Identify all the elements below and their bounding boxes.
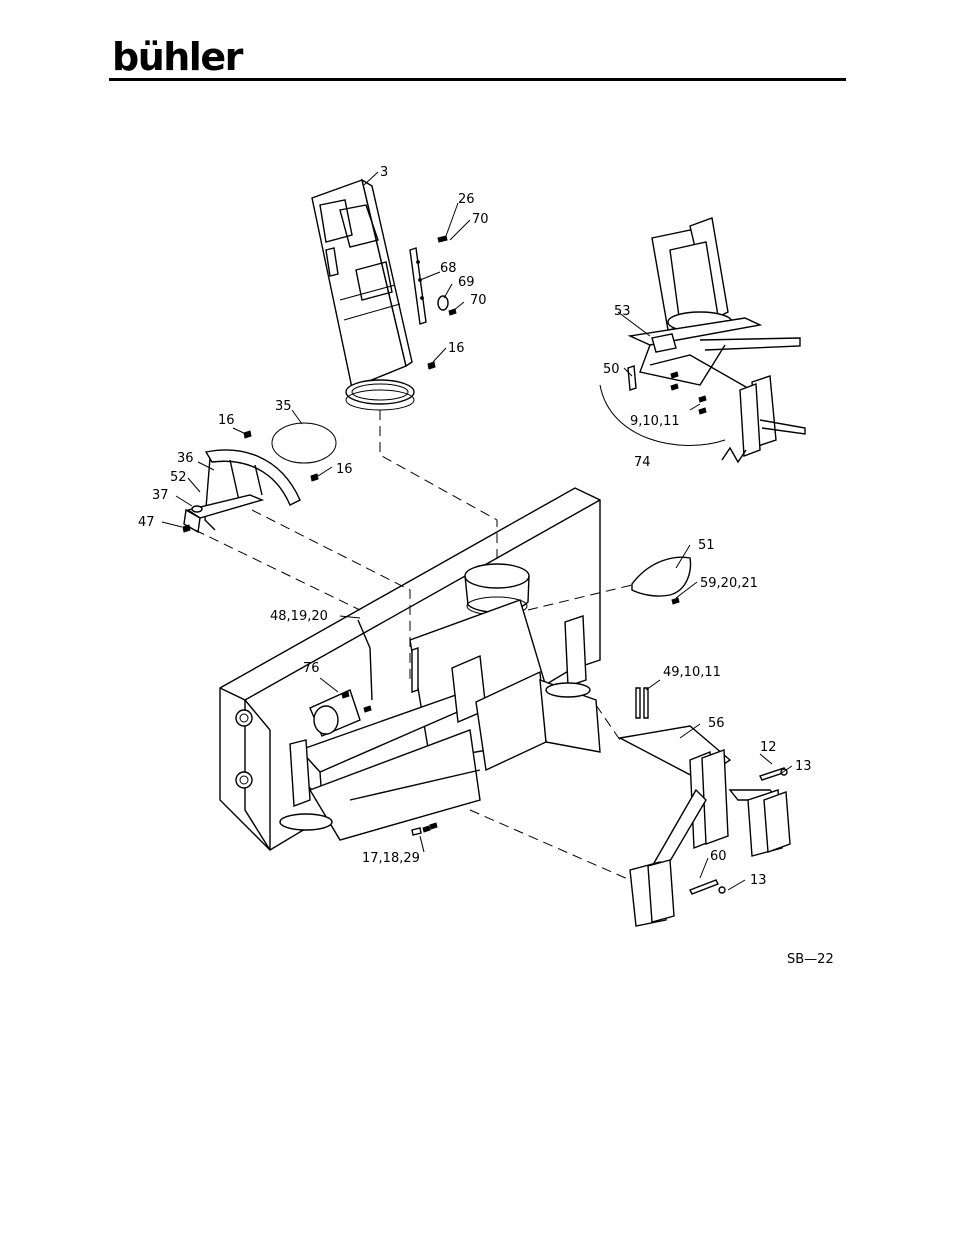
callout-53: 53 (614, 304, 631, 319)
callout-16-chute: 16 (448, 341, 465, 356)
callout-51: 51 (698, 538, 715, 553)
assembly-lines (194, 410, 633, 881)
callout-17-18-29: 17,18,29 (362, 851, 420, 866)
callout-36: 36 (177, 451, 194, 466)
buhler-logo: bühler (112, 35, 243, 79)
callout-68: 68 (440, 261, 457, 276)
callout-76: 76 (303, 661, 320, 676)
callout-59-20-21: 59,20,21 (700, 576, 758, 591)
callout-3: 3 (380, 165, 388, 180)
callout-35: 35 (275, 399, 292, 414)
spout-plate (631, 556, 692, 605)
three-point-hitch (617, 687, 791, 927)
callout-9-10-11: 9,10,11 (630, 414, 680, 429)
callout-13-top: 13 (795, 759, 812, 774)
callout-56: 56 (708, 716, 725, 731)
chute-rotator-inset (599, 217, 806, 464)
callout-16-right: 16 (336, 462, 353, 477)
callout-69: 69 (458, 275, 475, 290)
callout-16-left: 16 (218, 413, 235, 428)
callout-70-mid: 70 (470, 293, 487, 308)
callout-50: 50 (603, 362, 620, 377)
callout-47: 47 (138, 515, 155, 530)
leader-lines (161, 171, 793, 891)
callout-13-bottom: 13 (750, 873, 767, 888)
chute-hardware (409, 235, 457, 370)
callout-37: 37 (152, 488, 169, 503)
callout-74: 74 (634, 455, 651, 470)
callout-49-10-11: 49,10,11 (663, 665, 721, 680)
bottom-hardware (411, 822, 438, 836)
chute-ring (271, 422, 337, 464)
callout-12: 12 (760, 740, 777, 755)
callout-26: 26 (458, 192, 475, 207)
chute-deflector (182, 430, 319, 534)
callout-52: 52 (170, 470, 187, 485)
callout-70-top: 70 (472, 212, 489, 227)
callout-labels: 3 26 70 68 69 70 16 35 16 36 16 52 37 47… (138, 165, 812, 888)
callout-60: 60 (710, 849, 727, 864)
drawing-reference: SB—22 (787, 952, 834, 967)
callout-48-19-20: 48,19,20 (270, 609, 328, 624)
drive-frame (279, 599, 601, 841)
header-rule (109, 78, 846, 81)
discharge-chute (311, 178, 415, 411)
